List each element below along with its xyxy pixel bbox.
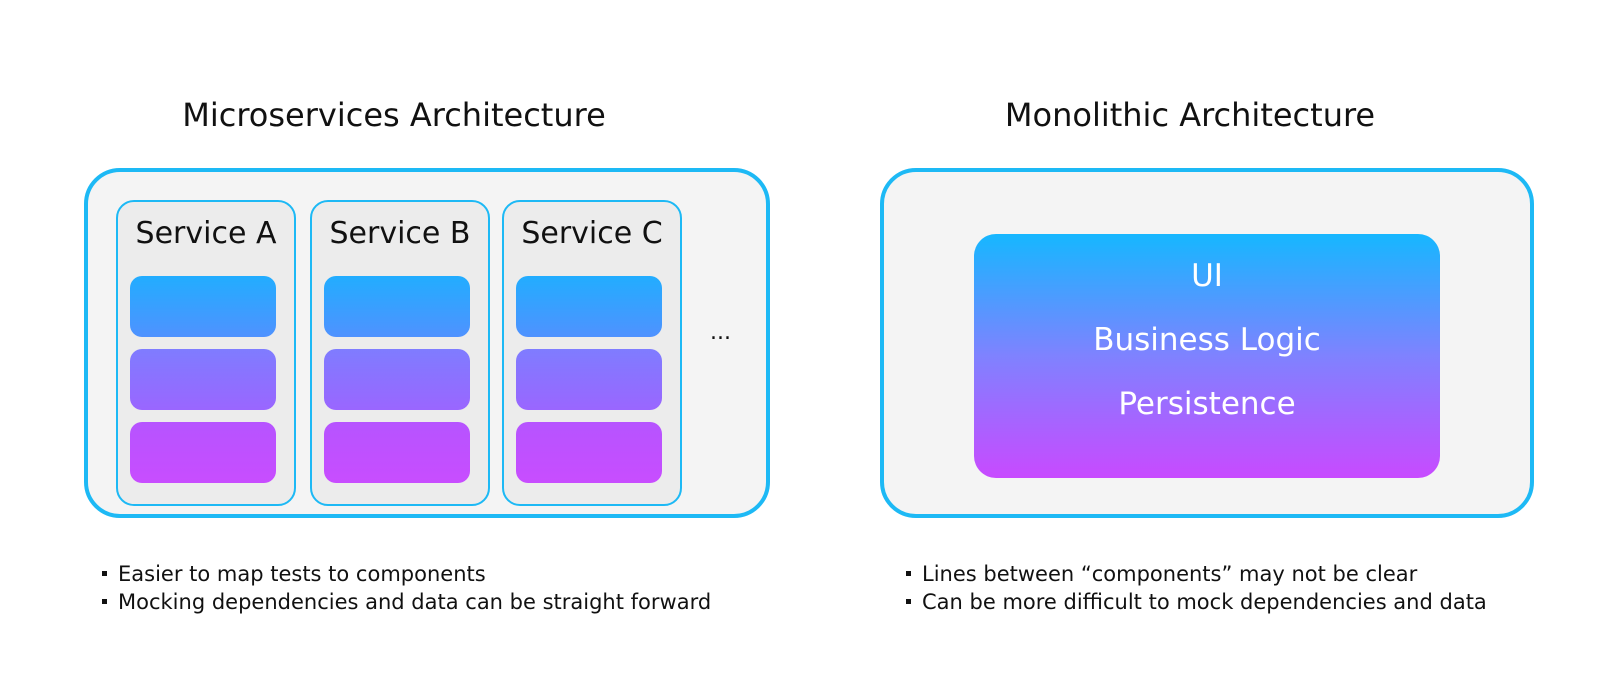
service-c-label: Service C (521, 216, 663, 251)
microservices-bullet-list: Easier to map tests to components Mockin… (102, 560, 711, 616)
service-c-layer-1 (516, 276, 662, 337)
service-a-box: Service A (116, 200, 296, 506)
monolith-business-logic-layer: Business Logic (1093, 322, 1321, 358)
service-b-layer-2 (324, 349, 470, 410)
bullet-square-icon (906, 571, 911, 576)
monolithic-bullet-text: Can be more difficult to mock dependenci… (922, 590, 1487, 614)
service-a-layer-1 (130, 276, 276, 337)
monolithic-bullet: Can be more difficult to mock dependenci… (906, 588, 1487, 616)
service-c-layer-3 (516, 422, 662, 483)
monolithic-container: UI Business Logic Persistence (880, 168, 1534, 518)
service-a-layer-3 (130, 422, 276, 483)
monolithic-title: Monolithic Architecture (1004, 96, 1376, 134)
microservices-bullet-text: Easier to map tests to components (118, 562, 486, 586)
monolithic-bullet: Lines between “components” may not be cl… (906, 560, 1487, 588)
service-b-label: Service B (329, 216, 471, 251)
more-services-ellipsis: ... (710, 320, 731, 345)
monolithic-bullet-list: Lines between “components” may not be cl… (906, 560, 1487, 616)
service-c-layer-2 (516, 349, 662, 410)
microservices-bullet: Easier to map tests to components (102, 560, 711, 588)
monolith-ui-layer: UI (1191, 258, 1223, 294)
microservices-title: Microservices Architecture (182, 96, 606, 134)
microservices-bullet: Mocking dependencies and data can be str… (102, 588, 711, 616)
service-c-box: Service C (502, 200, 682, 506)
monolithic-bullet-text: Lines between “components” may not be cl… (922, 562, 1418, 586)
bullet-square-icon (906, 599, 911, 604)
service-b-layer-3 (324, 422, 470, 483)
bullet-square-icon (102, 599, 107, 604)
service-b-box: Service B (310, 200, 490, 506)
microservices-container: Service A Service B Service C ... (84, 168, 770, 518)
service-b-layer-1 (324, 276, 470, 337)
service-a-label: Service A (135, 216, 277, 251)
microservices-bullet-text: Mocking dependencies and data can be str… (118, 590, 712, 614)
monolith-persistence-layer: Persistence (1118, 386, 1296, 422)
bullet-square-icon (102, 571, 107, 576)
service-a-layer-2 (130, 349, 276, 410)
monolith-block: UI Business Logic Persistence (974, 234, 1440, 478)
